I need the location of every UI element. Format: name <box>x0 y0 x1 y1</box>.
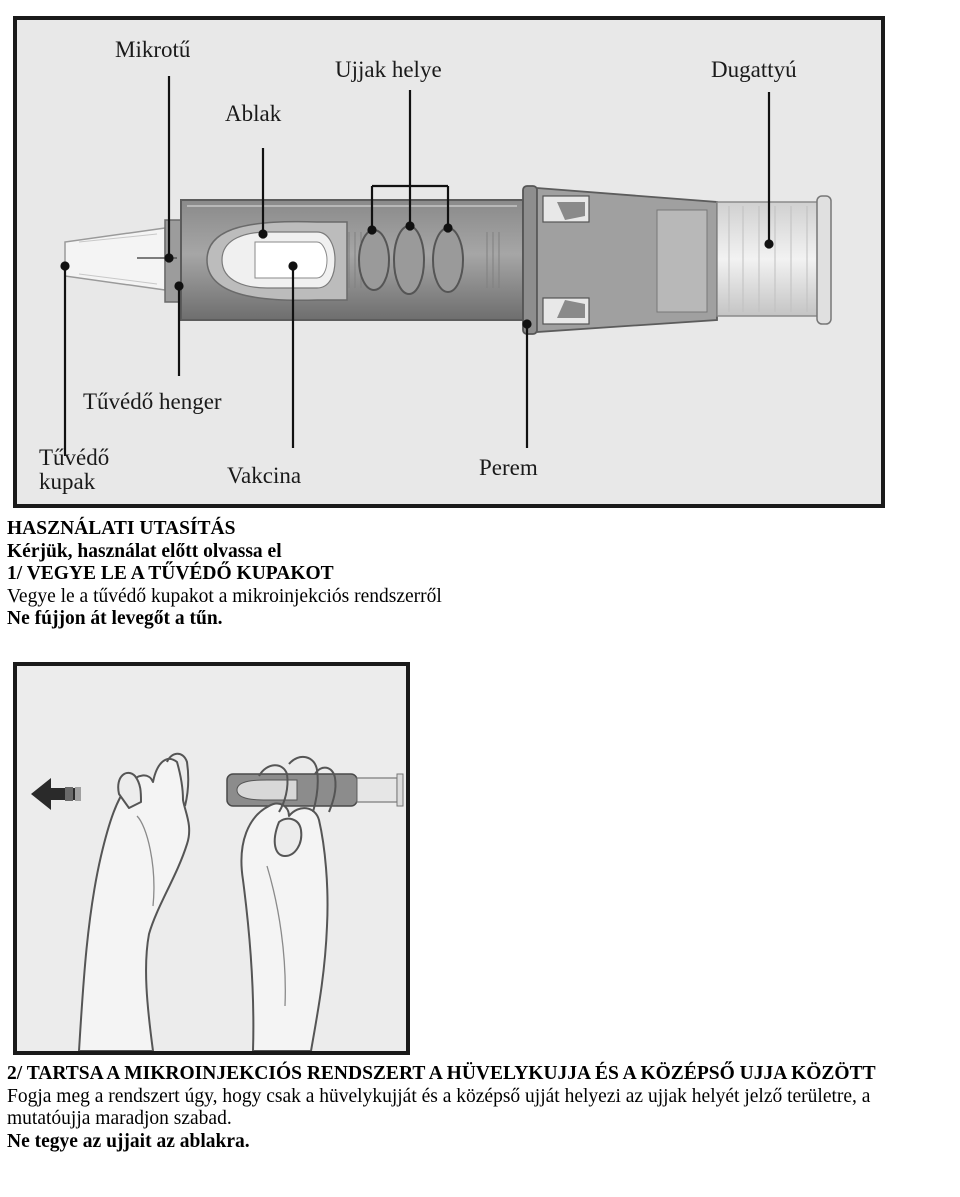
flange <box>522 185 538 335</box>
leader-lines <box>60 76 774 456</box>
right-hand <box>240 755 337 1051</box>
device-diagram: Mikrotű Ujjak helye Dugattyú Ablak Tűvéd… <box>13 16 885 508</box>
label-finger-position: Ujjak helye <box>335 57 442 82</box>
step2-text: Fogja meg a rendszert úgy, hogy csak a h… <box>7 1085 871 1130</box>
pull-direction-arrow-icon <box>31 778 81 810</box>
plunger <box>716 195 832 325</box>
read-before-use: Kérjük, használat előtt olvassa el <box>7 540 282 562</box>
step2-heading: 2/ TARTSA A MIKROINJEKCIÓS RENDSZERT A H… <box>7 1063 876 1084</box>
needle-cap <box>64 227 166 291</box>
finger-grip-3 <box>432 227 464 293</box>
label-needle-cap-line1: Tűvédő <box>39 445 110 470</box>
label-needle-cap-line2: kupak <box>39 469 96 495</box>
hands-removing-cap-illustration <box>13 662 410 1055</box>
step2-warning: Ne tegye az ujjait az ablakra. <box>7 1130 250 1152</box>
label-needle-cap: Tűvédő kupak <box>39 445 129 495</box>
microinjection-device-illustration <box>60 76 832 456</box>
step2-section: 2/ TARTSA A MIKROINJEKCIÓS RENDSZERT A H… <box>7 1063 957 1153</box>
instructions-section: HASZNÁLATI UTASÍTÁS Kérjük, használat el… <box>7 518 957 631</box>
hands-illustration <box>31 752 404 1051</box>
label-window: Ablak <box>225 101 282 126</box>
label-flange: Perem <box>479 455 538 480</box>
step1-text: Vegye le a tűvédő kupakot a mikroinjekci… <box>7 585 442 607</box>
finger-grip-1 <box>358 229 390 291</box>
rear-housing <box>536 187 718 333</box>
step1-heading: 1/ VEGYE LE A TŰVÉDŐ KUPAKOT <box>7 563 334 584</box>
label-vaccine: Vakcina <box>227 463 302 488</box>
instructions-title: HASZNÁLATI UTASÍTÁS <box>7 518 236 539</box>
label-needle-shield-cylinder: Tűvédő henger <box>83 389 222 414</box>
label-microneedle: Mikrotű <box>115 37 191 62</box>
finger-grip-2 <box>393 225 425 295</box>
left-hand <box>78 752 191 1051</box>
step1-warning: Ne fújjon át levegőt a tűn. <box>7 608 223 629</box>
label-plunger: Dugattyú <box>711 57 797 82</box>
barrel-body <box>180 199 524 321</box>
